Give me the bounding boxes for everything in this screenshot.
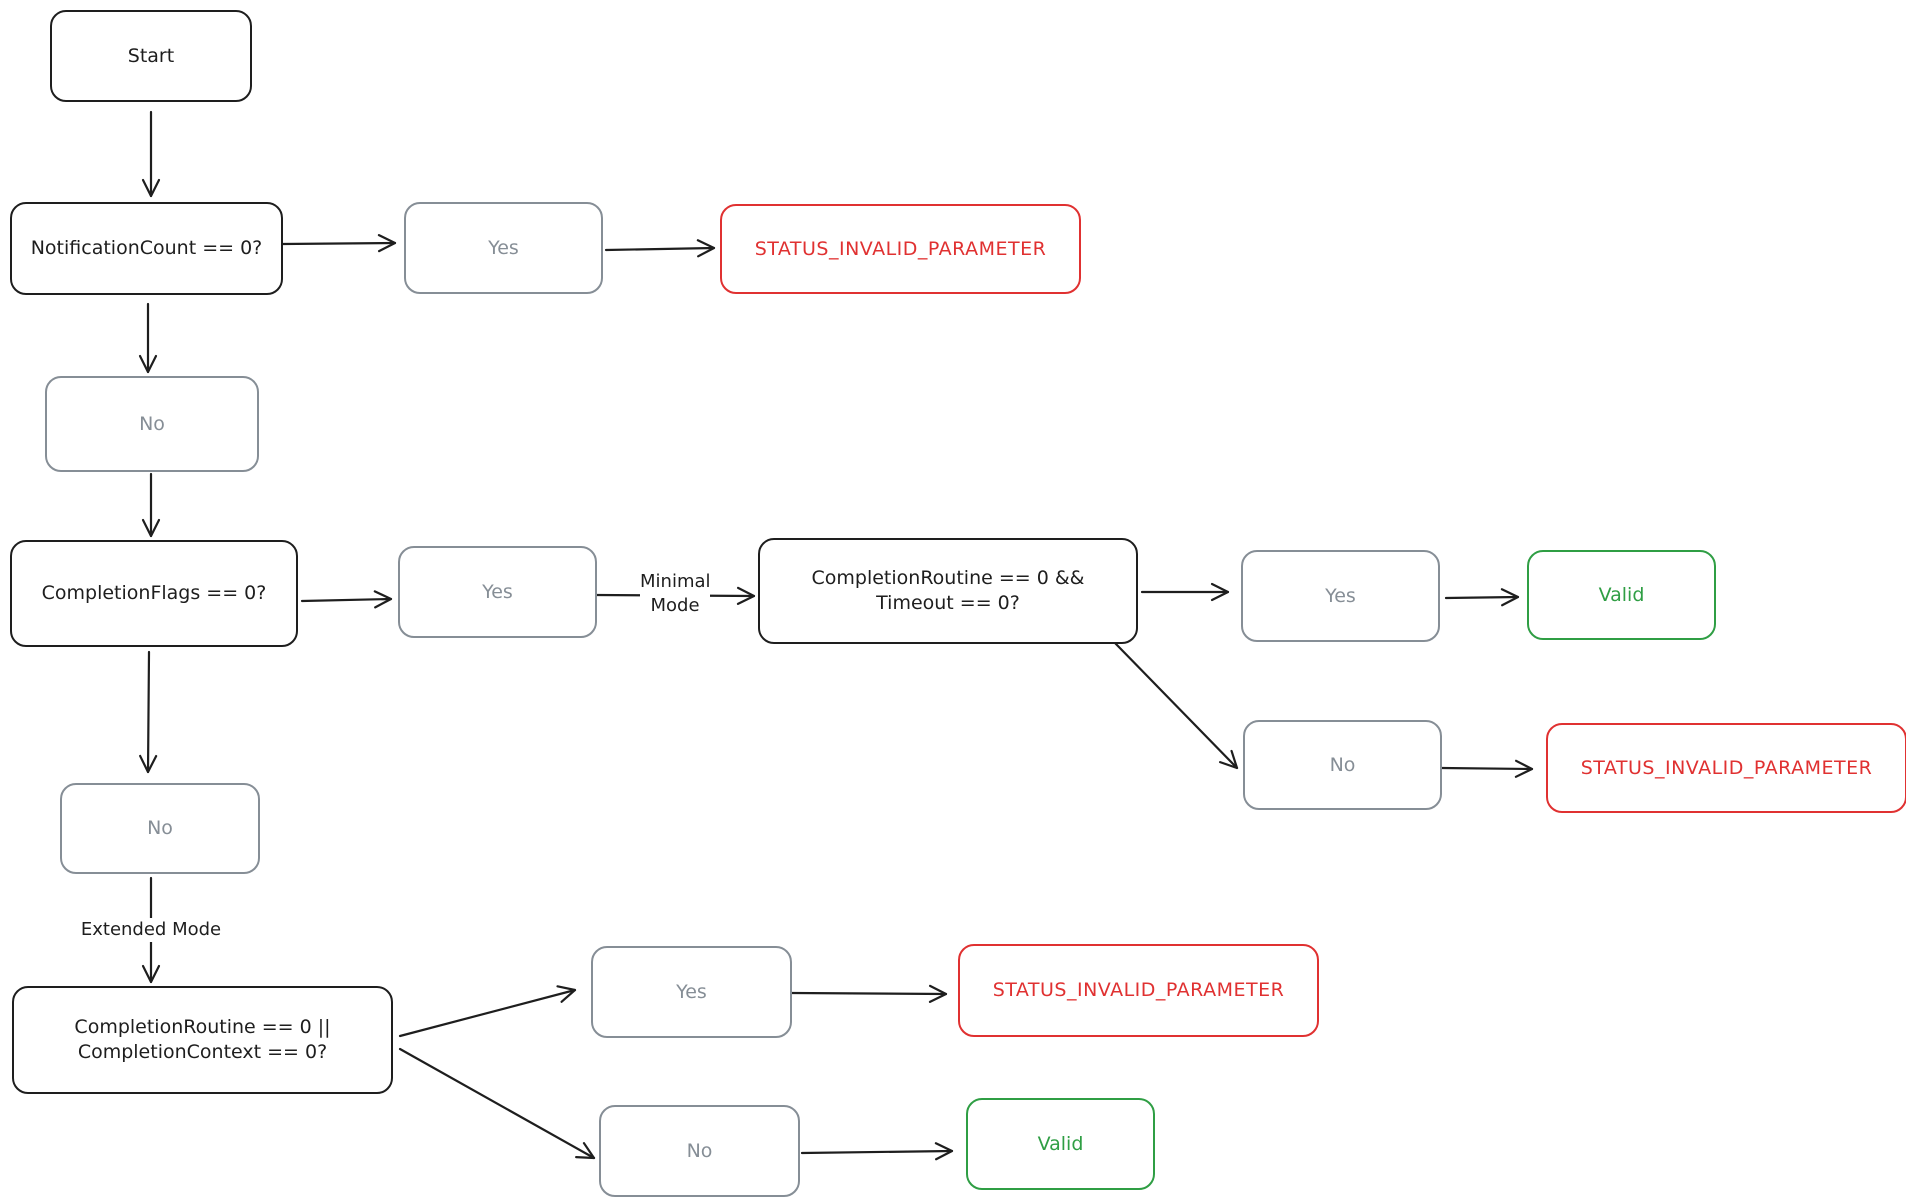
edge-yes3-to-valid1 — [1444, 588, 1520, 607]
answer-no-completion-flags: No — [60, 783, 260, 874]
decision-notification-count: NotificationCount == 0? — [10, 202, 283, 295]
edge-no3-to-err3 — [1440, 759, 1534, 778]
answer-no-extended-mode: No — [599, 1105, 800, 1197]
result-valid-1: Valid — [1527, 550, 1716, 640]
result-status-invalid-parameter-1: STATUS_INVALID_PARAMETER — [720, 204, 1081, 294]
edge-yes4-to-err4 — [790, 984, 948, 1003]
edge-q2-to-yes2 — [300, 590, 393, 609]
edge-label-minimal-mode: Minimal Mode — [640, 570, 711, 618]
edge-label-extended-mode: Extended Mode — [72, 918, 230, 942]
edge-yes1-to-err1 — [604, 239, 716, 258]
result-valid-2: Valid — [966, 1098, 1155, 1190]
answer-yes-notification-count: Yes — [404, 202, 603, 294]
answer-yes-completion-flags: Yes — [398, 546, 597, 638]
edge-q3-to-no3 — [1113, 641, 1239, 770]
result-status-invalid-parameter-4: STATUS_INVALID_PARAMETER — [958, 944, 1319, 1037]
edge-q1-to-yes1 — [281, 234, 397, 253]
edge-no4-to-valid2 — [800, 1142, 954, 1161]
start-node: Start — [50, 10, 252, 102]
edge-q4-to-yes4 — [398, 985, 577, 1038]
decision-minimal-mode: CompletionRoutine == 0 && Timeout == 0? — [758, 538, 1138, 644]
decision-extended-mode: CompletionRoutine == 0 || CompletionCont… — [12, 986, 393, 1094]
answer-yes-extended-mode: Yes — [591, 946, 792, 1038]
edge-q4-to-no4 — [398, 1047, 596, 1160]
edge-q2-to-no2 — [139, 650, 158, 774]
result-status-invalid-parameter-3: STATUS_INVALID_PARAMETER — [1546, 723, 1906, 813]
answer-no-minimal-mode: No — [1243, 720, 1442, 810]
answer-no-notification-count: No — [45, 376, 259, 472]
answer-yes-minimal-mode: Yes — [1241, 550, 1440, 642]
decision-completion-flags: CompletionFlags == 0? — [10, 540, 298, 647]
